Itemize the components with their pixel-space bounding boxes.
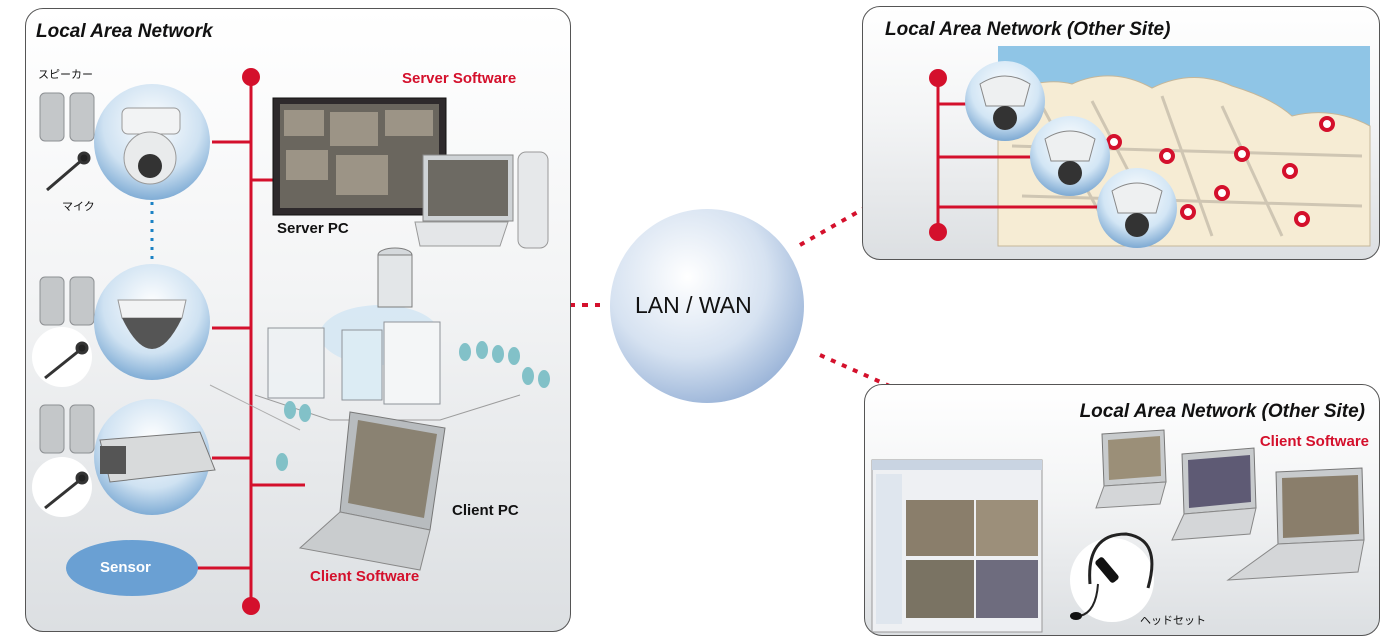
sensor-label: Sensor	[100, 559, 151, 576]
speaker-label: スピーカー	[38, 68, 93, 81]
sensor-ellipse	[66, 540, 198, 596]
microphones	[44, 151, 91, 510]
wan-globe	[610, 209, 804, 403]
projector	[94, 399, 216, 515]
mic-label: マイク	[62, 200, 95, 213]
main-lan-diagram	[32, 68, 550, 615]
building-illustration	[209, 247, 550, 471]
backbone-bottom-node	[242, 597, 260, 615]
server-pc	[414, 151, 549, 249]
speaker-3	[39, 404, 95, 454]
other-site-clients-diagram	[871, 429, 1365, 633]
speaker-1	[39, 92, 95, 142]
site-camera-1	[965, 61, 1045, 141]
headset-icon	[1070, 532, 1154, 622]
client-laptop-3	[1226, 467, 1365, 581]
camera-2	[94, 264, 210, 380]
main-lan-title: Local Area Network	[36, 21, 213, 42]
speaker-2	[39, 276, 95, 326]
map-markers	[1106, 116, 1335, 227]
other-site-client-software-label: Client Software	[1259, 433, 1369, 450]
software-screenshot	[871, 459, 1043, 633]
site-camera-3	[1097, 168, 1177, 248]
client-software-label: Client Software	[310, 568, 420, 585]
server-software-label: Server Software	[402, 70, 517, 87]
headset-label: ヘッドセット	[1140, 614, 1206, 627]
client-pc-label: Client PC	[452, 502, 519, 519]
camera-1	[94, 84, 210, 200]
server-pc-label: Server PC	[277, 220, 349, 237]
other-site-cameras-diagram	[929, 46, 1371, 248]
site-camera-2	[1030, 116, 1110, 196]
other-site-cameras-title: Local Area Network (Other Site)	[885, 19, 1171, 40]
other-site-clients-title: Local Area Network (Other Site)	[1079, 401, 1365, 422]
client-laptop-1	[1095, 429, 1167, 509]
wan-label: LAN / WAN	[635, 292, 752, 318]
server-monitor	[272, 97, 447, 216]
client-laptop	[298, 411, 446, 571]
client-laptop-2	[1171, 447, 1257, 541]
backbone-top-node	[242, 68, 260, 86]
